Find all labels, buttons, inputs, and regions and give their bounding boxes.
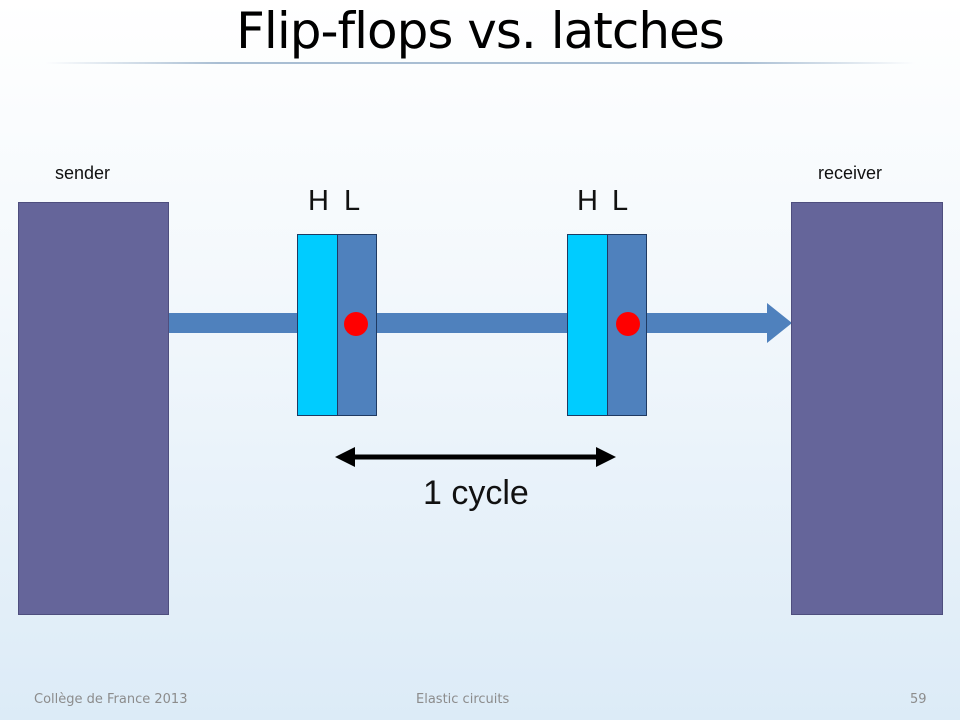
title-divider bbox=[45, 62, 915, 64]
receiver-block bbox=[791, 202, 943, 615]
cycle-span-arrowhead-left bbox=[335, 447, 355, 467]
cycle-span-arrowhead-right bbox=[596, 447, 616, 467]
flipflop-2-latch-high bbox=[567, 234, 608, 416]
flipflop-1-high-label: H bbox=[308, 185, 329, 217]
sender-label: sender bbox=[55, 163, 111, 183]
flipflop-2-low-label: L bbox=[612, 185, 629, 217]
page-number: 59 bbox=[910, 692, 927, 707]
flipflop-2-high-label: H bbox=[577, 185, 598, 217]
slide-title: Flip-flops vs. latches bbox=[236, 2, 725, 60]
flipflop-1-token-dot bbox=[344, 312, 368, 336]
sender-block bbox=[18, 202, 169, 615]
cycle-label: 1 cycle bbox=[423, 474, 529, 512]
receiver-label: receiver bbox=[818, 163, 883, 183]
flipflop-1-low-label: L bbox=[344, 185, 361, 217]
flipflop-2-token-dot bbox=[616, 312, 640, 336]
footer-left: Collège de France 2013 bbox=[34, 692, 188, 707]
data-path-arrow-head bbox=[767, 303, 792, 343]
footer-center: Elastic circuits bbox=[416, 692, 510, 707]
